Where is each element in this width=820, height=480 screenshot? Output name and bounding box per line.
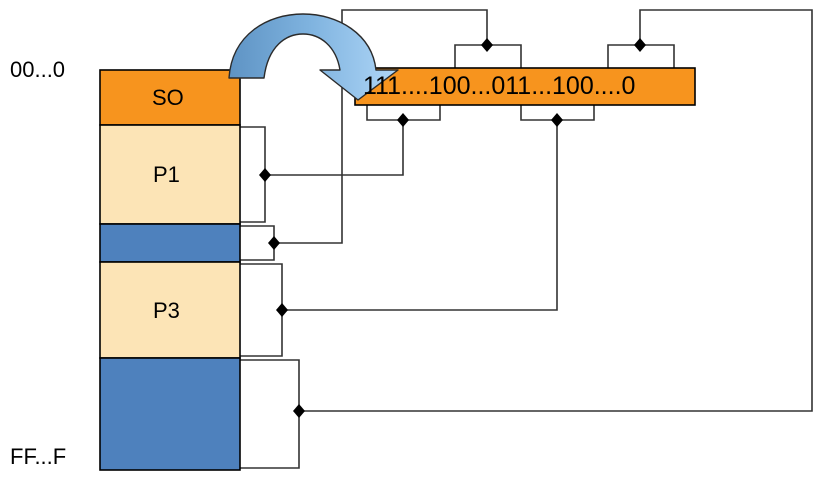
diamond-block4 bbox=[293, 404, 305, 418]
diamond-p1 bbox=[259, 168, 271, 182]
memory-block-p3 bbox=[99, 261, 241, 359]
curved-mapping-arrow bbox=[228, 13, 399, 101]
memory-column bbox=[99, 69, 241, 471]
diamond-bits-lower-right bbox=[551, 113, 563, 127]
bracket-block4 bbox=[240, 359, 300, 469]
wire-block2 bbox=[274, 9, 488, 244]
address-label-top: 00...0 bbox=[10, 57, 66, 82]
memory-block-p1 bbox=[99, 124, 241, 225]
diamond-bits-upper-left bbox=[481, 38, 493, 52]
diamond-bits-upper-right bbox=[634, 38, 646, 52]
diamond-block2 bbox=[268, 236, 280, 250]
memory-block-label-so: SO bbox=[152, 85, 184, 110]
wire-block4 bbox=[299, 9, 813, 412]
wire-p3 bbox=[282, 120, 558, 311]
diamond-p3 bbox=[276, 303, 288, 317]
bitstring-box bbox=[354, 67, 696, 106]
diamond-bits-lower-left bbox=[397, 113, 409, 127]
wire-p1 bbox=[265, 120, 404, 176]
memory-block-so bbox=[99, 69, 241, 126]
connector-wiring bbox=[240, 9, 813, 469]
bracket-p3 bbox=[240, 263, 283, 357]
memory-block-label-p3: P3 bbox=[153, 298, 180, 323]
connection-markers bbox=[259, 38, 646, 418]
memory-block-label-p1: P1 bbox=[153, 162, 180, 187]
address-label-bottom: FF...F bbox=[10, 444, 67, 469]
memory-block-4 bbox=[99, 357, 241, 471]
bitstring-text: 111....100...011...100....0 bbox=[363, 72, 636, 100]
memory-block-2 bbox=[99, 223, 241, 263]
